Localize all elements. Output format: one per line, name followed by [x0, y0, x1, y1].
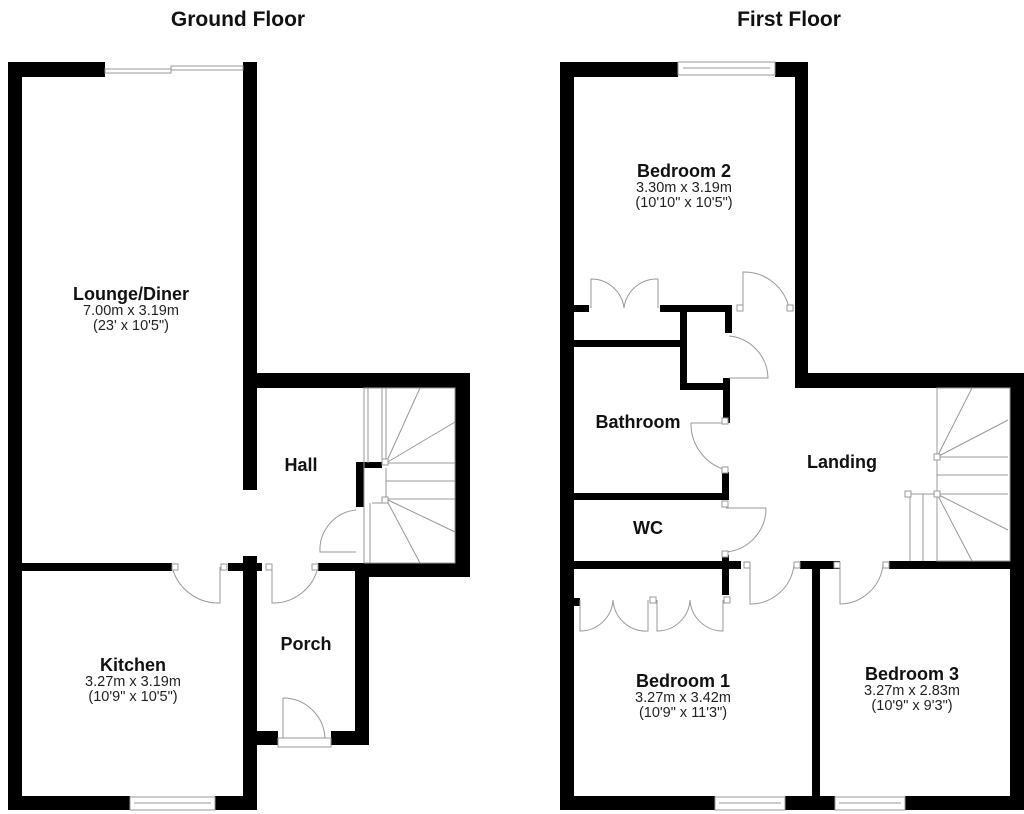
ground-floor-title: Ground Floor	[170, 8, 306, 31]
first-floor-title: First Floor	[737, 8, 841, 31]
room-imperial: (10'10" x 10'5")	[635, 195, 733, 212]
ground-floor-walls	[8, 62, 470, 810]
room-landing: Landing	[807, 453, 877, 472]
first-floor-walls	[560, 62, 1024, 810]
room-name: Kitchen	[99, 655, 167, 675]
room-metric: 3.27m x 3.42m	[635, 689, 731, 706]
room-bedroom-3: Bedroom 3 3.27m x 2.83m (10'9" x 9'3")	[864, 665, 960, 714]
room-bedroom-2: Bedroom 2 3.30m x 3.19m (10'10" x 10'5")	[635, 162, 732, 211]
first-floor-fixtures	[579, 61, 1011, 811]
room-bedroom-1: Bedroom 1 3.27m x 3.42m (10'9" x 11'3")	[635, 672, 731, 721]
room-name: Bathroom	[595, 412, 681, 432]
room-name: Lounge/Diner	[73, 284, 189, 304]
room-metric: 3.27m x 3.19m	[85, 673, 181, 690]
room-name: Porch	[280, 634, 332, 654]
room-name: Landing	[807, 452, 877, 472]
room-lounge-diner: Lounge/Diner 7.00m x 3.19m (23' x 10'5")	[73, 285, 189, 334]
room-kitchen: Kitchen 3.27m x 3.19m (10'9" x 10'5")	[85, 656, 181, 705]
room-name: WC	[633, 518, 663, 538]
room-porch: Porch	[280, 635, 331, 654]
room-metric: 3.30m x 3.19m	[636, 179, 732, 196]
room-hall: Hall	[284, 456, 317, 475]
room-metric: 7.00m x 3.19m	[83, 302, 179, 319]
room-wc: WC	[633, 519, 663, 538]
ground-floor-fixtures	[104, 65, 456, 811]
room-imperial: (10'9" x 9'3")	[871, 698, 953, 715]
room-imperial: (10'9" x 10'5")	[88, 689, 178, 706]
room-bathroom: Bathroom	[596, 413, 681, 432]
room-name: Hall	[284, 455, 318, 475]
room-name: Bedroom 3	[864, 664, 960, 684]
room-imperial: (10'9" x 11'3")	[638, 705, 728, 722]
room-name: Bedroom 1	[635, 671, 731, 691]
room-metric: 3.27m x 2.83m	[864, 682, 960, 699]
room-imperial: (23' x 10'5")	[93, 318, 169, 335]
room-name: Bedroom 2	[636, 161, 732, 181]
